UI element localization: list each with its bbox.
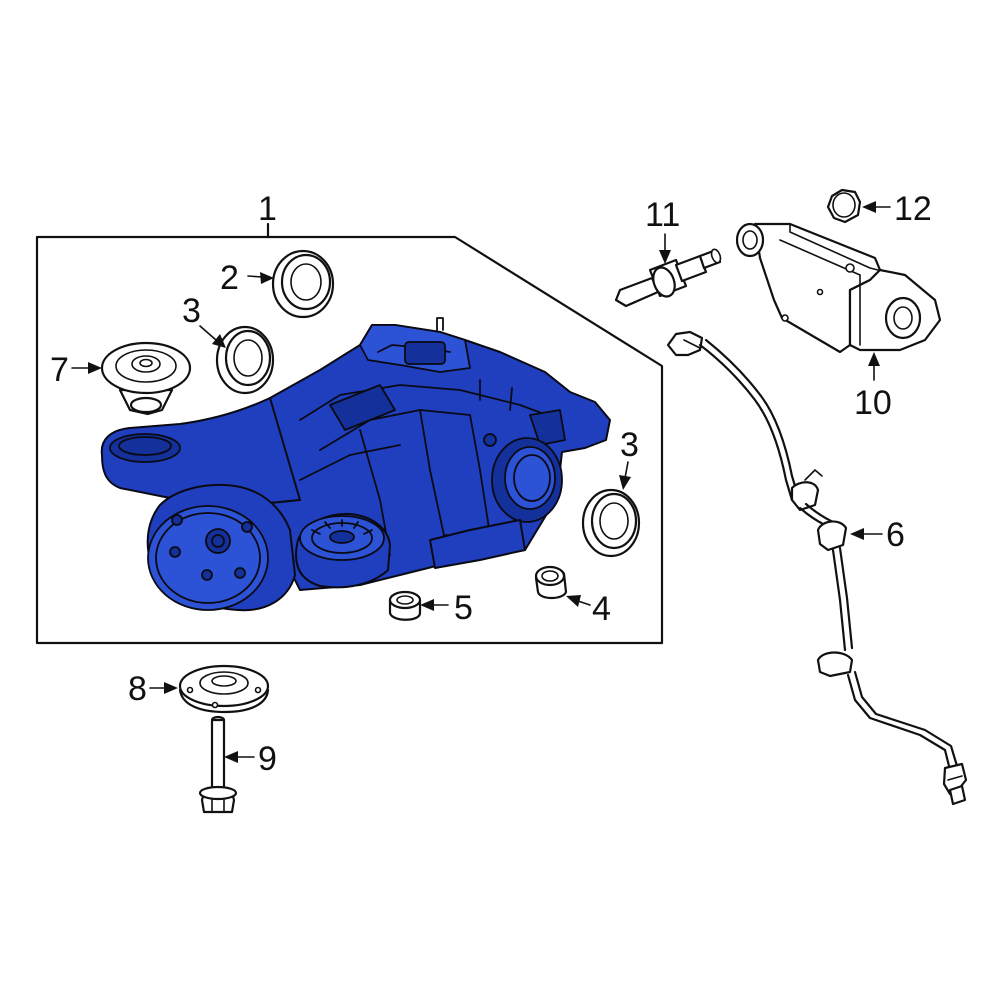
assembly-frame [35,222,664,645]
callout-2: 2 [220,259,239,297]
bushing-5[interactable] [388,590,422,621]
callout-9: 9 [258,740,277,778]
callout-3-left: 3 [182,292,201,330]
washer-plate-8[interactable] [178,664,270,714]
callout-4: 4 [592,590,611,628]
bolt-9[interactable] [198,715,238,814]
stud-bolt-11[interactable] [614,248,722,308]
callout-1: 1 [258,190,277,228]
seal-2[interactable] [271,249,335,319]
bushing-4[interactable] [534,565,568,600]
leader-lines [71,201,891,763]
sensor-wire-6[interactable] [666,330,968,806]
callout-labels: 1 2 3 7 3 4 5 6 8 9 10 11 12 [50,190,932,778]
callout-5: 5 [454,589,473,627]
module-10[interactable] [735,222,942,354]
callout-10: 10 [854,384,892,422]
differential-housing[interactable] [100,317,611,612]
callout-6: 6 [886,516,905,554]
nut-12[interactable] [826,188,862,224]
callout-12: 12 [894,190,932,228]
seal-3-right[interactable] [581,488,641,558]
callout-8: 8 [128,670,147,708]
mount-bushing-7[interactable] [100,341,192,416]
callout-3-right: 3 [620,426,639,464]
callout-11: 11 [645,196,680,234]
seal-3-left[interactable] [215,325,275,395]
callout-7: 7 [50,351,69,389]
